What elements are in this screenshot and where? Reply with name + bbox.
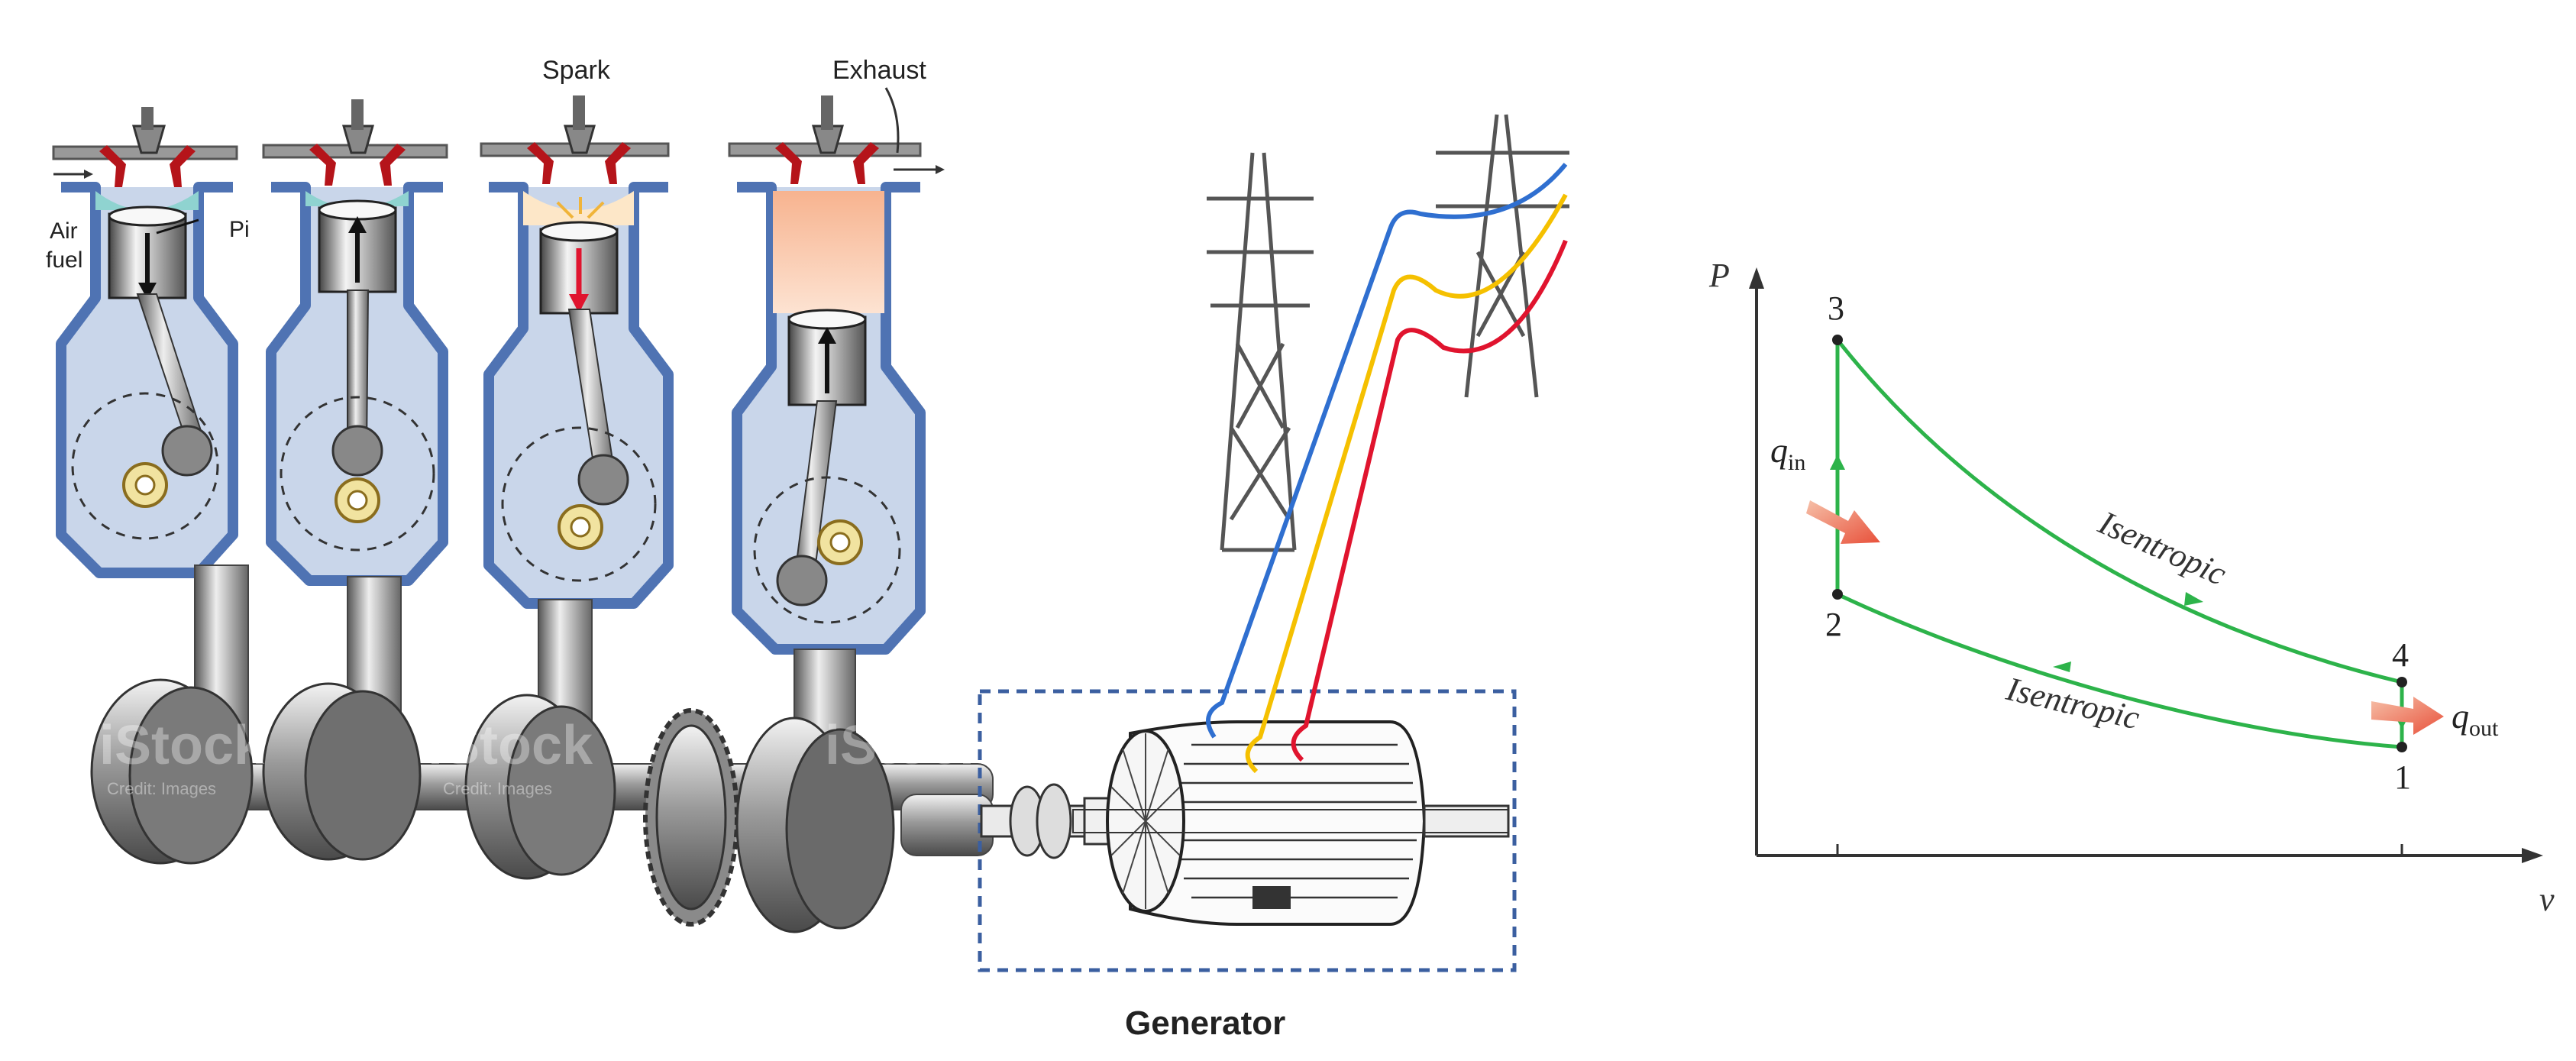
transmission-towers [1206, 114, 1569, 774]
generator: Generator [978, 689, 1517, 1042]
watermark-2: iStock [428, 715, 593, 776]
exhaust-label: Exhaust [832, 56, 926, 85]
engine-cylinders: Air fuel Pi [46, 56, 945, 655]
watermark-credit-1: Credit: Images [107, 779, 216, 798]
cylinder-compression [262, 99, 448, 586]
heat-in-arrow [1806, 500, 1880, 544]
pv-label-isentropic-compression: Isentropic [2002, 670, 2144, 737]
pv-process-1-2 [1836, 592, 2403, 749]
pv-state-1-dot [2397, 742, 2407, 752]
generator-dashed-box [978, 689, 1517, 972]
pv-state-2: 2 [1825, 606, 1842, 643]
spark-label: Spark [542, 56, 611, 85]
cylinder-exhaust: Exhaust [728, 56, 945, 655]
pv-state-4: 4 [2392, 636, 2409, 674]
pv-state-1: 1 [2394, 759, 2411, 796]
pv-process-3-4 [1836, 338, 2403, 684]
pv-state-3: 3 [1828, 290, 1844, 327]
piston-label: Pi [229, 217, 250, 242]
watermark-1: iStock [99, 715, 265, 776]
watermark-credit-2: Credit: Images [443, 779, 552, 798]
cylinder-intake: Air fuel Pi [46, 107, 250, 578]
generator-label: Generator [1125, 1004, 1285, 1042]
cylinder-power: Spark [480, 56, 674, 609]
crankshaft: iStock iStock iStock Credit: Images Cred… [90, 564, 994, 933]
heat-out-label: qout [2452, 697, 2499, 741]
pv-y-label: P [1708, 257, 1730, 294]
air-label: Air [50, 218, 78, 244]
pv-label-isentropic-expansion: Isentropic [2093, 503, 2232, 593]
watermark-3: iStock [825, 715, 991, 776]
heat-out-arrow [2371, 697, 2444, 735]
pv-x-label: v [2539, 881, 2555, 918]
pv-state-3-dot [1832, 335, 1843, 345]
pv-state-2-dot [1832, 589, 1843, 600]
pv-state-4-dot [2397, 677, 2407, 687]
pv-diagram: P v 3 2 4 1 Isentropic Isentropic qin qo… [1708, 257, 2555, 918]
heat-in-label: qin [1770, 431, 1805, 475]
fuel-label: fuel [46, 247, 82, 273]
